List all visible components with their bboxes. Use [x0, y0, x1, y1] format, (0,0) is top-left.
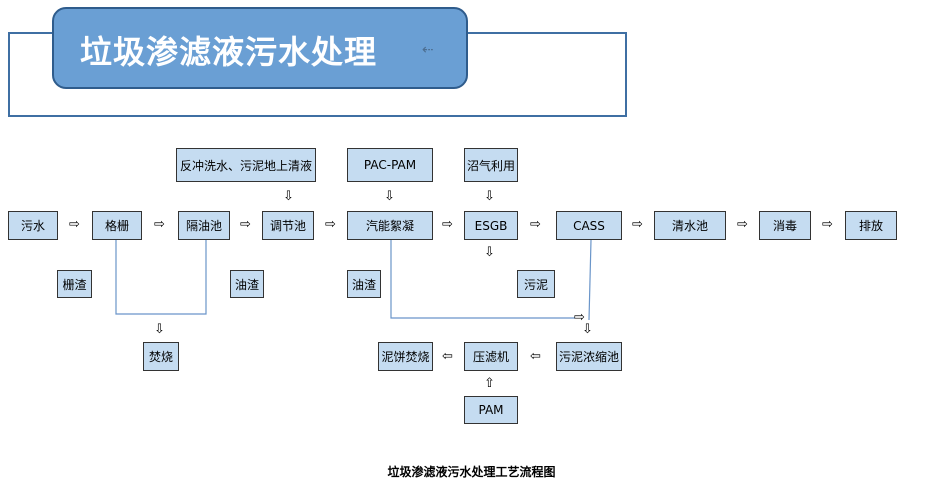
flow-box-sewage: 污水: [8, 211, 58, 240]
byproduct-box-incineration: 焚烧: [143, 342, 179, 371]
input-box-biogas: 沼气利用: [464, 148, 518, 182]
arrow-up-icon: ⇧: [484, 376, 495, 391]
title-banner: 垃圾渗滤液污水处理 ⇠: [52, 7, 468, 89]
arrow-down-icon: ⇩: [384, 189, 395, 204]
sludge-box-cake-incineration: 泥饼焚烧: [378, 342, 433, 371]
arrow-down-icon: ⇩: [582, 322, 593, 337]
byproduct-box-screen-residue: 栅渣: [57, 270, 92, 298]
arrow-right-icon: ⇨: [69, 217, 80, 232]
flow-box-disinfection: 消毒: [759, 211, 811, 240]
arrow-right-icon: ⇨: [325, 217, 336, 232]
flow-box-clear-water: 清水池: [654, 211, 726, 240]
arrow-right-icon: ⇨: [442, 217, 453, 232]
arrow-right-icon: ⇨: [240, 217, 251, 232]
byproduct-box-oil-residue: 油渣: [347, 270, 381, 298]
arrow-right-icon: ⇨: [632, 217, 643, 232]
arrow-left-icon: ⇦: [530, 349, 541, 364]
arrow-down-icon: ⇩: [154, 322, 165, 337]
arrow-left-icon: ⇦: [442, 349, 453, 364]
flow-box-screen: 格栅: [92, 211, 142, 240]
flow-box-discharge: 排放: [845, 211, 897, 240]
arrow-down-icon: ⇩: [484, 245, 495, 260]
arrow-down-icon: ⇩: [283, 189, 294, 204]
arrow-right-icon: ⇨: [737, 217, 748, 232]
sludge-box-thickening-tank: 污泥浓缩池: [556, 342, 622, 371]
arrow-right-icon: ⇨: [822, 217, 833, 232]
arrow-right-icon: ⇨: [574, 310, 585, 325]
input-box-backwash: 反冲洗水、污泥地上清液: [176, 148, 316, 182]
flow-box-oil-separator: 隔油池: [178, 211, 230, 240]
flow-box-esgb: ESGB: [464, 211, 518, 240]
arrow-left-icon: ⇠: [422, 42, 434, 58]
sludge-box-filter-press: 压滤机: [464, 342, 518, 371]
byproduct-box-oil-residue: 油渣: [230, 270, 264, 298]
arrow-right-icon: ⇨: [154, 217, 165, 232]
input-box-pac-pam: PAC-PAM: [347, 148, 433, 182]
byproduct-box-sludge: 污泥: [517, 270, 555, 298]
arrow-right-icon: ⇨: [530, 217, 541, 232]
input-box-pam: PAM: [464, 396, 518, 424]
flow-box-flocculation: 汽能絮凝: [347, 211, 433, 240]
page-title: 垃圾渗滤液污水处理: [80, 33, 378, 71]
arrow-down-icon: ⇩: [484, 189, 495, 204]
diagram-caption: 垃圾渗滤液污水处理工艺流程图: [387, 465, 556, 479]
flow-box-equalization: 调节池: [262, 211, 314, 240]
flow-box-cass: CASS: [556, 211, 622, 240]
